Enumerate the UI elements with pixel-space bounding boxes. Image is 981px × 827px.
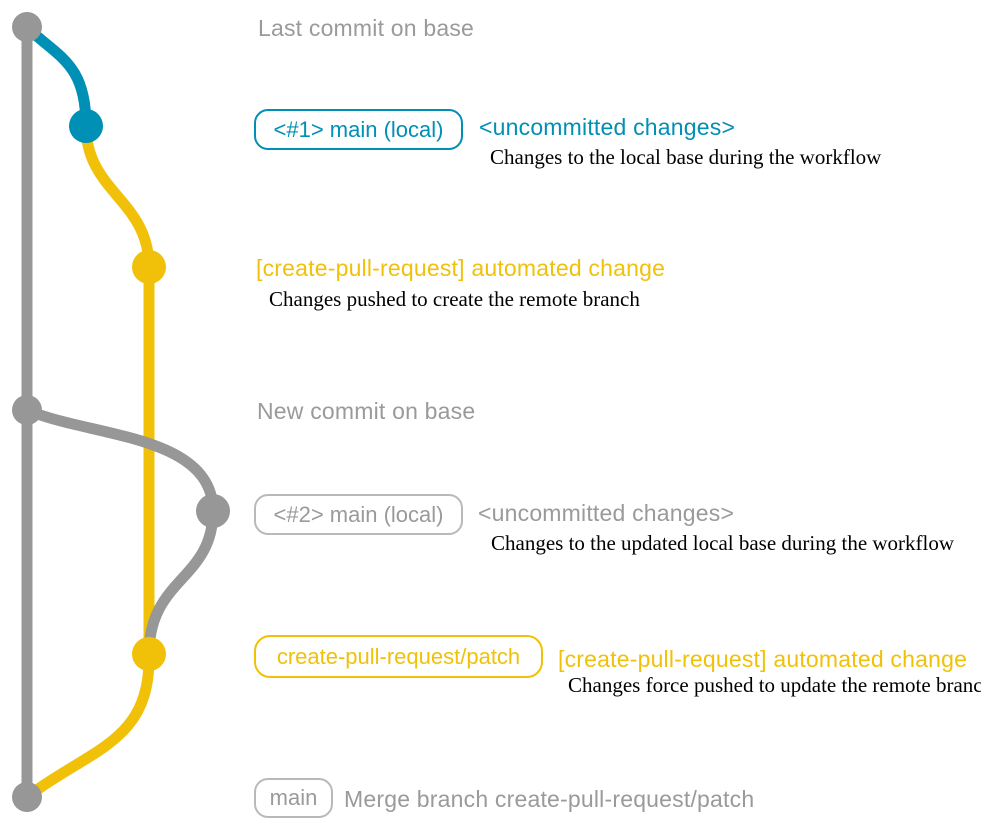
status-uncommitted-changes-1: <uncommitted changes> [479, 114, 736, 140]
commit-dot-last-base [12, 12, 42, 42]
base-to-main2-branch-curve [21, 404, 219, 517]
main2-to-patch-rebase-curve [143, 505, 219, 660]
commit-dot-merge [12, 782, 42, 812]
commit-dot-patch-automated-change [132, 250, 166, 284]
commit-dot-new-base [12, 395, 42, 425]
commit-message-automated-change-1: [create-pull-request] automated change [256, 255, 666, 281]
branch-badge-main-local-1: <#1> main (local) [254, 109, 463, 150]
base-to-main1-branch-curve [21, 21, 92, 132]
commit-dot-main2-uncommitted [196, 494, 230, 528]
commit-dot-patch-force-pushed [132, 637, 166, 671]
branch-badge-main-local-2: <#2> main (local) [254, 494, 463, 535]
branch-badge-main: main [254, 778, 333, 818]
commit-message-automated-change-2: [create-pull-request] automated change [558, 646, 968, 672]
patch-merge-into-base-curve [21, 648, 155, 803]
commit-dot-main1-uncommitted [69, 109, 103, 143]
note-pushed-to-create-remote-branch: Changes pushed to create the remote bran… [269, 287, 640, 311]
caption-new-commit-on-base: New commit on base [257, 398, 476, 424]
note-force-pushed-to-update-remote-branch: Changes force pushed to update the remot… [568, 673, 981, 697]
note-local-base-changes: Changes to the local base during the wor… [490, 145, 882, 169]
main1-to-patch-branch-curve [80, 120, 155, 273]
commit-message-merge-branch: Merge branch create-pull-request/patch [344, 786, 755, 812]
caption-last-commit-on-base: Last commit on base [258, 15, 475, 41]
branch-badge-create-pull-request-patch: create-pull-request/patch [254, 635, 543, 678]
note-updated-local-base-changes: Changes to the updated local base during… [491, 531, 955, 555]
status-uncommitted-changes-2: <uncommitted changes> [478, 500, 735, 526]
